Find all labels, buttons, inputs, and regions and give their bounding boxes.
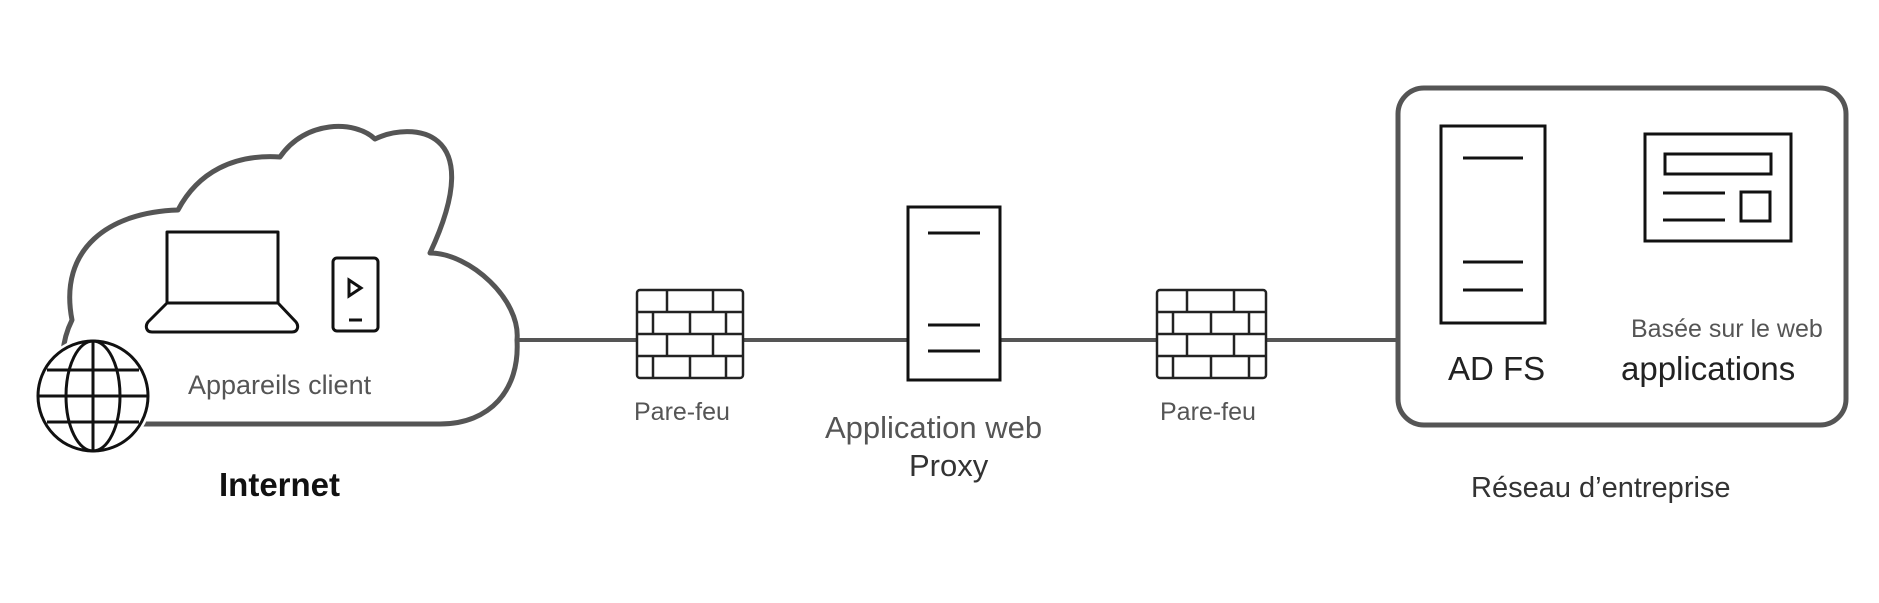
internet-label: Internet bbox=[219, 466, 341, 503]
web-application-icon bbox=[1643, 132, 1793, 243]
client-devices-label: Appareils client bbox=[188, 370, 372, 400]
firewall-right-icon bbox=[1155, 288, 1268, 380]
proxy-label-line1: Application web bbox=[825, 410, 1043, 445]
globe-icon bbox=[34, 337, 152, 455]
firewall-left-label: Pare-feu bbox=[634, 398, 730, 426]
proxy-label-line2: Proxy bbox=[909, 448, 989, 483]
laptop-icon bbox=[144, 230, 300, 334]
firewall-right-label: Pare-feu bbox=[1160, 398, 1256, 426]
firewall-left-icon bbox=[635, 288, 745, 380]
corporate-network-label: Réseau d’entreprise bbox=[1471, 472, 1731, 504]
cloud-shape bbox=[60, 123, 520, 427]
web-apps-label-line2: applications bbox=[1621, 350, 1796, 387]
mobile-phone-icon bbox=[331, 256, 380, 333]
adfs-server-icon bbox=[1439, 124, 1547, 325]
proxy-server-icon bbox=[906, 205, 1002, 382]
web-apps-label-line1: Basée sur le web bbox=[1631, 315, 1823, 343]
adfs-label: AD FS bbox=[1448, 350, 1546, 387]
